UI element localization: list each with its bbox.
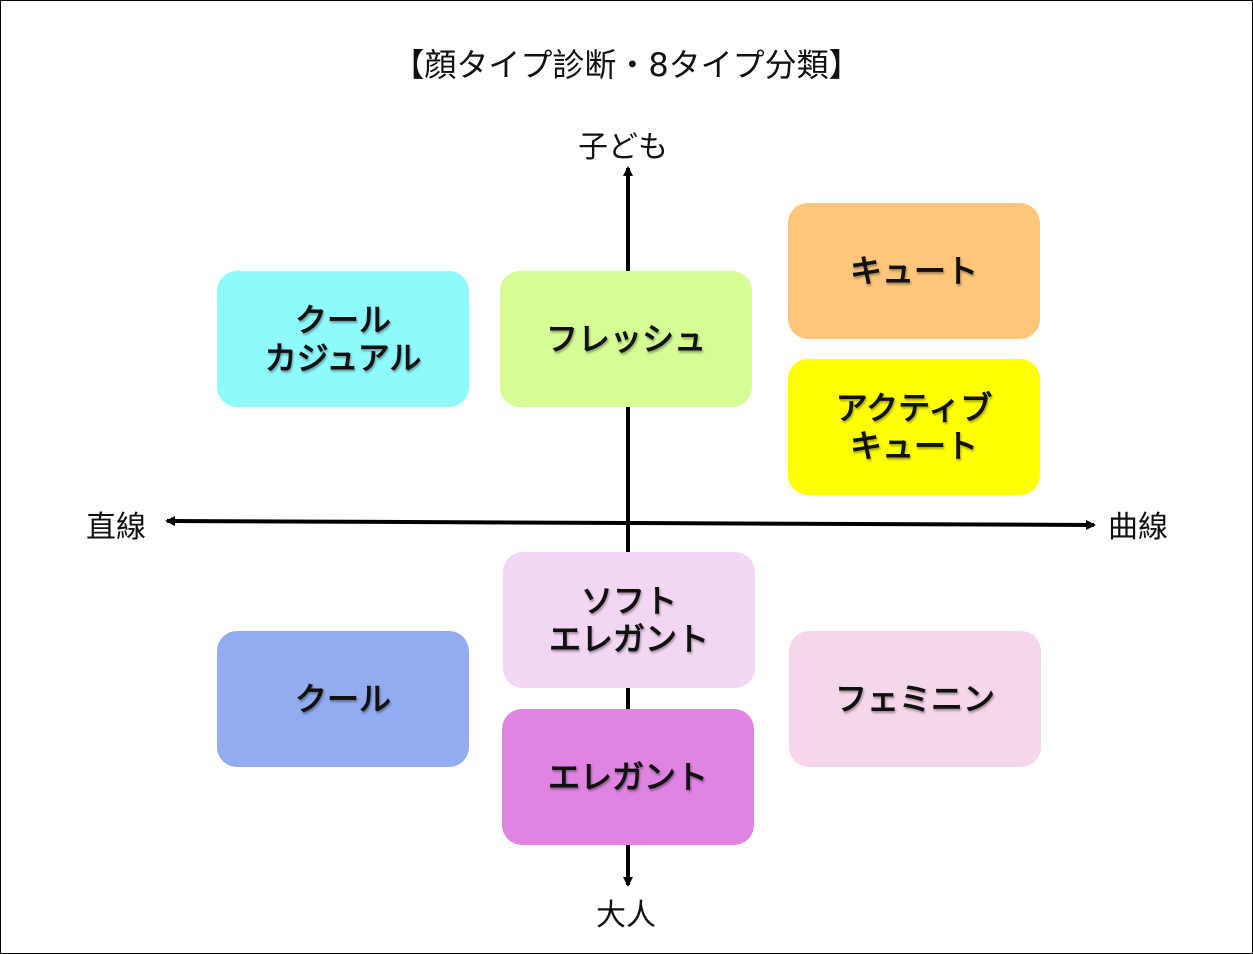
type-label: エレガント: [548, 620, 709, 658]
type-label: アクティブ: [835, 389, 993, 427]
type-box-active-cute: アクティブ キュート: [788, 359, 1040, 495]
type-label: エレガント: [547, 758, 708, 796]
type-label: クール: [294, 680, 391, 718]
horizontal-axis-right: [627, 519, 1096, 530]
axis-label-top: 子ども: [578, 130, 668, 165]
type-label: フレッシュ: [545, 320, 706, 358]
axis-label-right: 曲線: [1108, 510, 1168, 545]
horizontal-axis-left: [165, 516, 629, 527]
type-box-cute: キュート: [788, 203, 1040, 339]
axis-label-bottom: 大人: [596, 898, 656, 933]
type-label: カジュアル: [264, 339, 422, 377]
type-box-feminine: フェミニン: [789, 631, 1041, 767]
type-box-fresh: フレッシュ: [500, 271, 752, 407]
axis-label-left: 直線: [86, 510, 146, 545]
type-label: クール: [294, 301, 391, 339]
type-label: フェミニン: [834, 680, 995, 718]
type-box-soft-elegant: ソフト エレガント: [503, 552, 755, 688]
type-label: ソフト: [580, 582, 677, 620]
type-box-cool: クール: [217, 631, 469, 767]
type-label: キュート: [849, 427, 978, 465]
type-box-elegant: エレガント: [502, 709, 754, 845]
type-label: キュート: [849, 252, 978, 290]
diagram-title: 【顔タイプ診断・8タイプ分類】: [392, 46, 861, 84]
type-box-cool-casual: クール カジュアル: [217, 271, 469, 407]
